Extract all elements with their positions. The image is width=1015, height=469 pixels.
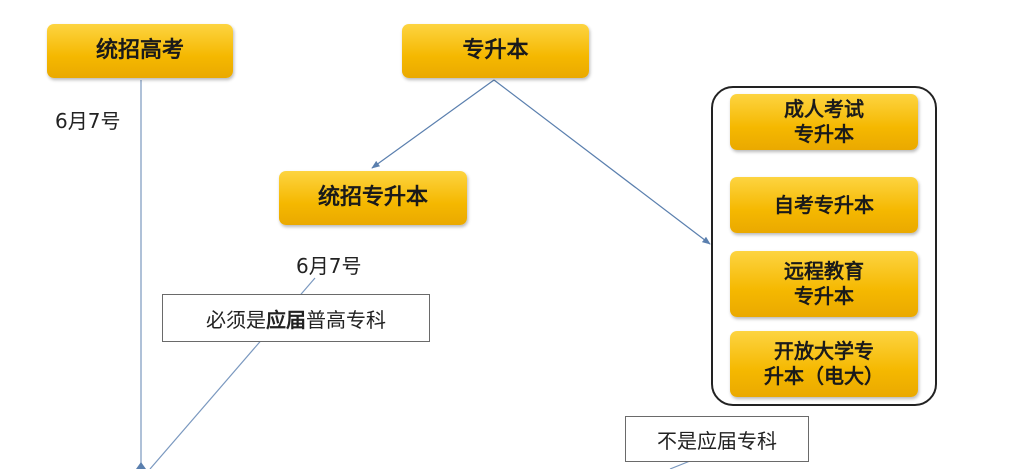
note-must-be-fresh: 必须是应届普高专科 <box>162 294 430 342</box>
node-kaifang: 开放大学专 升本（电大） <box>730 331 918 397</box>
node-zikao: 自考专升本 <box>730 177 918 233</box>
gaokao-date: 6月7号 <box>55 109 121 133</box>
node-chengren-label: 成人考试 专升本 <box>784 97 864 146</box>
arrow-to-tongzhao <box>371 79 495 169</box>
arrow-to-other-routes <box>493 79 711 245</box>
node-zhuanshengben: 专升本 <box>402 24 589 78</box>
node-yuancheng: 远程教育 专升本 <box>730 251 918 317</box>
node-gaokao-label: 统招高考 <box>95 38 184 64</box>
node-tongzhao-zsb-label: 统招专升本 <box>317 185 428 211</box>
note-must-bold: 应届 <box>266 307 306 332</box>
note-not-fresh: 不是应届专科 <box>625 416 809 462</box>
node-chengren: 成人考试 专升本 <box>730 94 918 150</box>
node-tongzhao-zsb: 统招专升本 <box>279 171 467 225</box>
note-not-fresh-label: 不是应届专科 <box>657 428 777 453</box>
note-must-prefix: 必须是 <box>206 307 266 332</box>
node-zikao-label: 自考专升本 <box>774 192 874 217</box>
note-must-suffix: 普高专科 <box>306 307 386 332</box>
bottom-arrow-tip <box>136 462 146 469</box>
tongzhao-date: 6月7号 <box>296 254 362 278</box>
node-yuancheng-label: 远程教育 专升本 <box>784 259 864 308</box>
node-gaokao: 统招高考 <box>47 24 233 78</box>
node-zhuanshengben-label: 专升本 <box>462 38 529 64</box>
node-kaifang-label: 开放大学专 升本（电大） <box>764 339 884 388</box>
